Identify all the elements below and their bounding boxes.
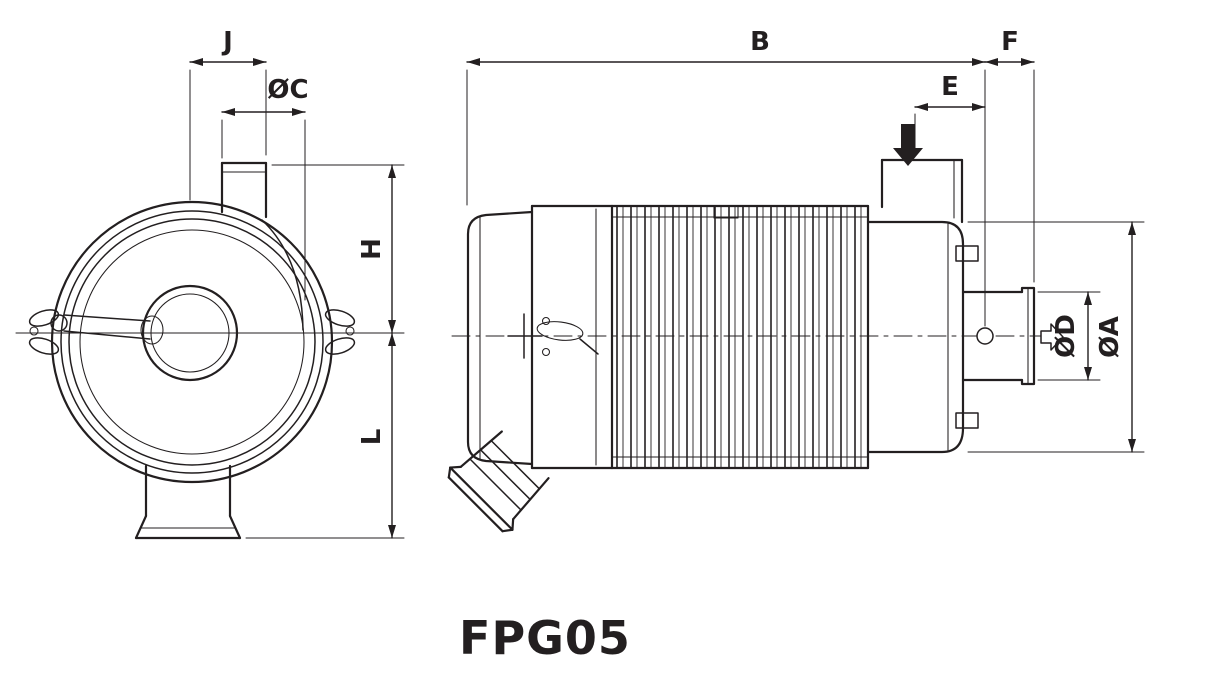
dim-label-c: ØC xyxy=(267,75,308,105)
dust-ejector-stub xyxy=(447,430,550,533)
left-clamp-icon xyxy=(28,309,60,355)
filter-front-view xyxy=(15,161,371,540)
dim-label-j: J xyxy=(221,27,233,57)
front-bottom-outlet xyxy=(134,464,242,540)
dim-c: ØC xyxy=(221,75,309,301)
dim-b: B xyxy=(466,27,986,327)
scroll-arc xyxy=(261,219,304,331)
end-cover xyxy=(466,204,614,470)
latch-icon xyxy=(507,313,599,359)
latch-handle xyxy=(50,314,164,345)
right-end-cap xyxy=(866,220,979,454)
dim-label-e: E xyxy=(941,72,959,102)
dim-label-h: H xyxy=(357,238,387,260)
filter-side-view xyxy=(447,124,1064,533)
dim-f: F xyxy=(984,27,1035,283)
dim-a: ØA xyxy=(967,221,1145,453)
front-inlet-tube xyxy=(220,161,268,219)
dim-e: E xyxy=(914,72,986,157)
dimensions: J ØC H L B xyxy=(189,27,1145,539)
dim-label-a: ØA xyxy=(1095,316,1125,358)
vacuum-valve-icon xyxy=(976,327,994,345)
bellows-body xyxy=(610,204,870,470)
dim-l: L xyxy=(245,332,405,539)
housing-outer-circle xyxy=(50,200,334,484)
hub-circle xyxy=(141,284,239,382)
outflow-arrow-icon xyxy=(1040,323,1064,351)
dim-label-d: ØD xyxy=(1051,314,1081,358)
dim-d: ØD xyxy=(1037,291,1101,381)
dim-label-f: F xyxy=(1001,27,1019,57)
dim-h: H xyxy=(271,164,405,334)
side-inlet-stub xyxy=(880,158,964,224)
dim-label-b: B xyxy=(750,27,770,57)
dim-j: J xyxy=(189,27,267,201)
dim-label-l: L xyxy=(357,429,387,446)
drawing-title: FPG05 xyxy=(459,611,631,665)
outlet-tube xyxy=(961,286,1036,386)
right-clamp-icon xyxy=(324,309,356,355)
